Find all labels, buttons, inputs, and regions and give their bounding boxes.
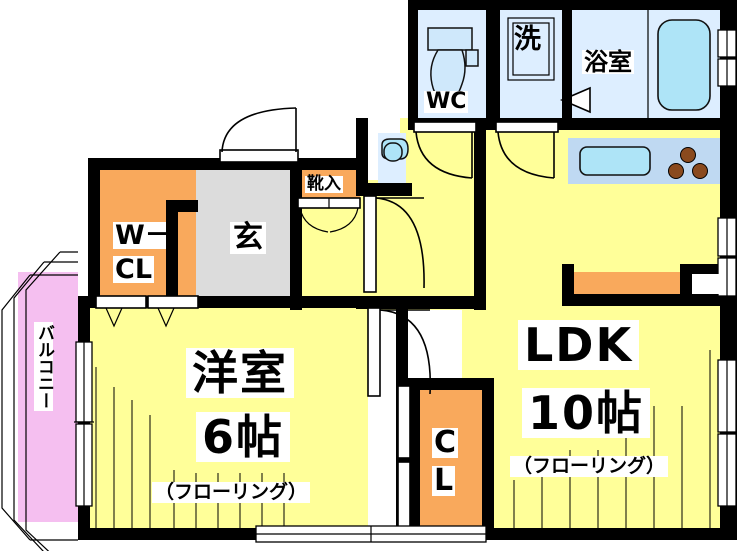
ldk-label-name: LDK [518, 320, 640, 370]
washroom-door[interactable] [495, 121, 570, 184]
closet-cl-label-line2: L [432, 463, 456, 498]
stove-burner-2 [668, 163, 684, 179]
window-genkan-top [228, 296, 368, 306]
bath-door-folding-icon [559, 86, 591, 114]
walk-in-closet-label-line1: W－ [113, 220, 174, 251]
shoe-box-double-doors[interactable] [297, 197, 362, 236]
washbasin-icon [381, 138, 409, 162]
wc-label: WC [424, 89, 469, 114]
wall-wet-left [408, 0, 418, 118]
washing-machine-icon [507, 17, 555, 81]
stove-burner-3 [692, 163, 708, 179]
walk-in-closet-label-line2: CL [113, 254, 155, 285]
wall-left-entry [88, 158, 100, 308]
wall-wcl-right-top [166, 200, 198, 212]
wall-ldk-shelf-base [562, 294, 728, 306]
bedroom-label-flooring: （フローリング） [152, 482, 311, 503]
bedroom-label-size: 6帖 [196, 412, 291, 462]
walk-in-closet-doors[interactable] [95, 295, 206, 330]
balcony-outline [1, 251, 78, 551]
window-bath-right [717, 29, 737, 87]
ldk-label-flooring: （フローリング） [510, 456, 669, 477]
ldk-shelf-opening [692, 274, 726, 294]
ldk-door[interactable] [363, 195, 438, 300]
shoe-box-label: 靴入 [305, 174, 343, 194]
wall-hall-lower [356, 296, 486, 309]
wall-ldk-bottom [408, 528, 728, 540]
bath-label: 浴室 [582, 48, 634, 76]
wall-washroom-right [562, 0, 572, 118]
wall-cl-right [482, 378, 494, 540]
genkan-label: 玄 [230, 222, 266, 254]
window-ldk-right-lower [717, 359, 737, 507]
balcony-label: バルコニー [34, 322, 54, 411]
wall-cl-left [408, 378, 420, 540]
window-ldk-bottom [255, 525, 487, 543]
bedroom-floorboards [95, 367, 285, 533]
closet-cl-label-line1: C [432, 425, 459, 460]
wall-ldk-left [474, 118, 486, 310]
wall-wc-right [486, 0, 500, 118]
balcony-sliding-door[interactable] [74, 341, 98, 508]
wall-wcl-right [166, 200, 178, 300]
washer-label: 洗 [514, 24, 541, 55]
wall-ldk-shelf-top [562, 264, 574, 296]
wall-ldk-shelf-cap [680, 264, 728, 276]
entrance-door[interactable] [219, 104, 310, 164]
wall-genkan-right [290, 158, 302, 310]
closet-cl-area [414, 388, 486, 540]
bedroom-door[interactable] [367, 307, 452, 404]
bathtub-icon [647, 10, 711, 118]
stove-burner-1 [680, 147, 696, 163]
wall-hall-left-upper [356, 118, 368, 196]
wall-hall-shoe-top [296, 158, 368, 170]
closet-cl-door[interactable] [396, 385, 420, 534]
kitchen-sink-icon [579, 146, 651, 176]
washroom-area [500, 10, 562, 118]
wall-wet-bottom [408, 118, 728, 130]
wall-hall-washbasin-bottom [356, 183, 412, 196]
toilet-icon [427, 27, 479, 103]
ldk-label-size: 10帖 [522, 388, 651, 438]
wc-door[interactable] [413, 121, 488, 184]
ldk-storage-shelf [570, 272, 680, 294]
bedroom-label-name: 洋室 [186, 348, 294, 398]
